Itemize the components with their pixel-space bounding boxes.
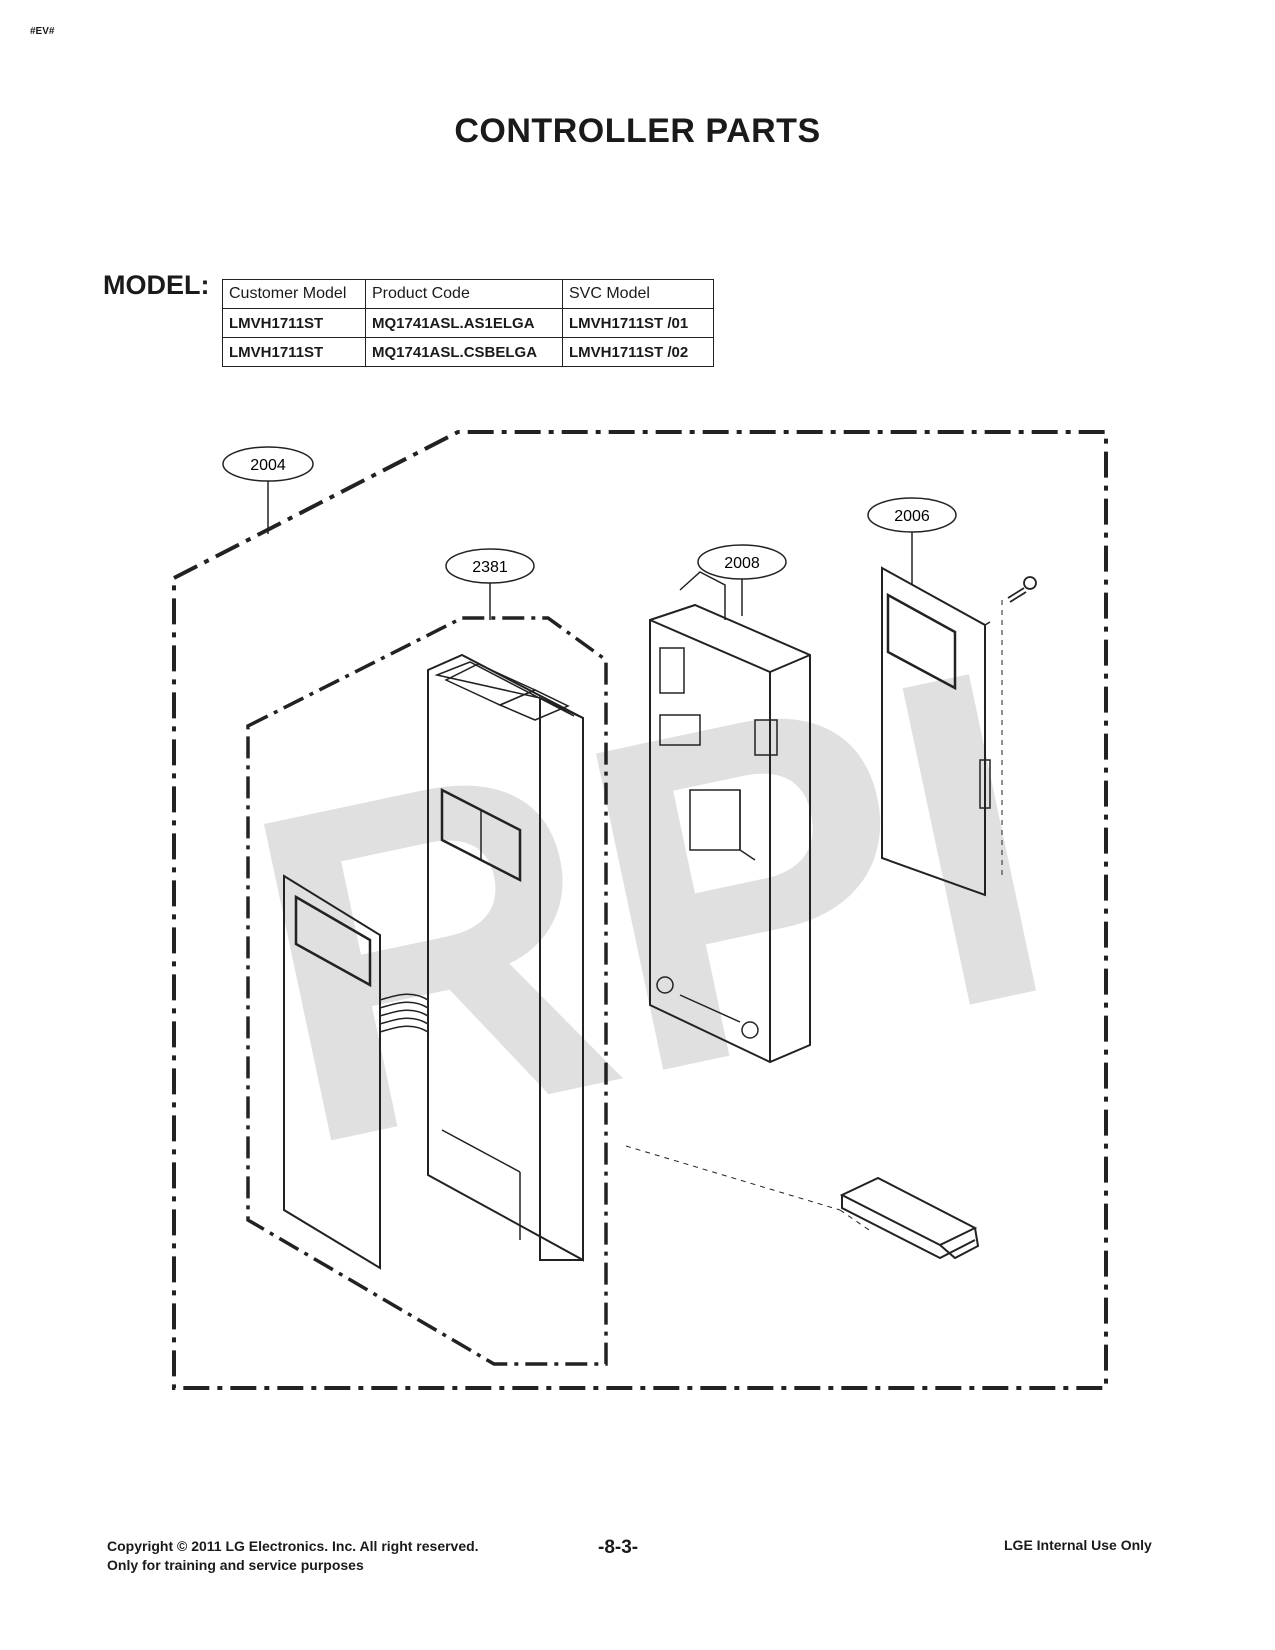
footer-copyright: Copyright © 2011 LG Electronics. Inc. Al… <box>107 1538 479 1554</box>
callout-2004: 2004 <box>222 446 314 534</box>
cell-customer-model: LMVH1711ST <box>222 308 366 338</box>
subassembly-boundary <box>246 616 608 1366</box>
cell-product-code: MQ1741ASL.CSBELGA <box>365 337 563 367</box>
header-svc-model: SVC Model <box>562 279 714 309</box>
bracket-frame <box>649 571 811 1064</box>
model-table-header-row: Customer Model Product Code SVC Model <box>222 279 714 309</box>
callout-2006-label: 2006 <box>894 508 930 525</box>
callout-2004-label: 2004 <box>250 457 286 474</box>
table-row: LMVH1711ST MQ1741ASL.AS1ELGA LMVH1711ST … <box>222 308 714 338</box>
callout-2006: 2006 <box>867 497 957 584</box>
assembly-boundary <box>172 430 1108 1390</box>
callout-2008: 2008 <box>697 544 787 616</box>
screw-icon <box>1007 576 1037 603</box>
document-tag: #EV# <box>30 26 55 37</box>
control-panel-housing <box>427 653 584 1262</box>
header-customer-model: Customer Model <box>222 279 366 309</box>
footer-internal: LGE Internal Use Only <box>1004 1537 1152 1553</box>
page-number: -8-3- <box>598 1537 639 1558</box>
circuit-board <box>881 566 1003 897</box>
membrane-keypad <box>283 874 429 1270</box>
callout-2381: 2381 <box>445 548 535 620</box>
footer-copyright-block: Copyright © 2011 LG Electronics. Inc. Al… <box>107 1537 479 1575</box>
page-title: CONTROLLER PARTS <box>454 112 821 150</box>
cell-product-code: MQ1741ASL.AS1ELGA <box>365 308 563 338</box>
cell-svc-model: LMVH1711ST /01 <box>562 308 714 338</box>
model-table: Customer Model Product Code SVC Model LM… <box>222 279 714 367</box>
callout-2381-label: 2381 <box>472 559 508 576</box>
footer-purpose: Only for training and service purposes <box>107 1557 364 1573</box>
header-product-code: Product Code <box>365 279 563 309</box>
callout-2008-label: 2008 <box>724 555 760 572</box>
cell-svc-model: LMVH1711ST /02 <box>562 337 714 367</box>
ferrite-clip <box>625 1145 980 1260</box>
model-label: MODEL: <box>103 270 210 300</box>
table-row: LMVH1711ST MQ1741ASL.CSBELGA LMVH1711ST … <box>222 337 714 367</box>
cell-customer-model: LMVH1711ST <box>222 337 366 367</box>
